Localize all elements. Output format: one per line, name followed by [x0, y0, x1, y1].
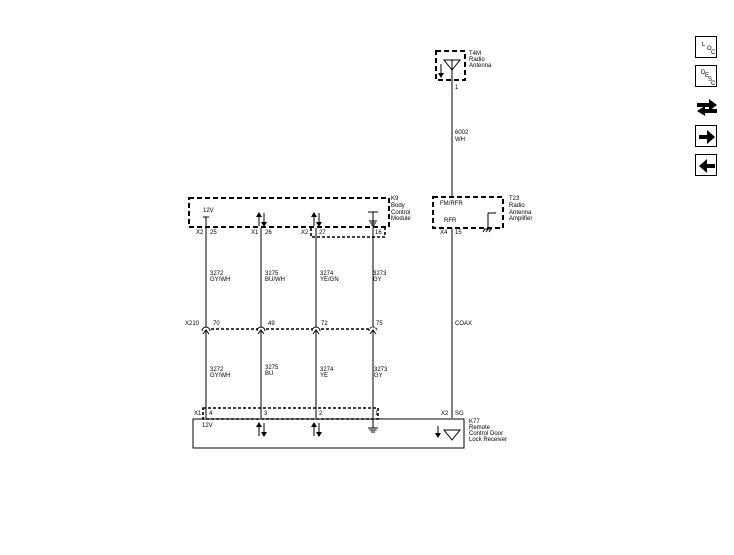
k9-12v-label: 12V: [203, 208, 214, 214]
description-view-button[interactable]: D E S C: [695, 65, 717, 87]
k77-x1-connector: X1: [194, 411, 202, 417]
k9-pin2-number: 26: [265, 230, 272, 236]
desc-letter-c: C: [711, 81, 716, 87]
k9-ref: K9: [391, 196, 399, 202]
t23-rfr-label: RFR: [444, 218, 457, 224]
k77-name-line2: Control Door: [469, 431, 503, 437]
t4m-ref: T4M: [469, 51, 481, 57]
loc-letter-c: C: [711, 50, 716, 56]
ground-icon: [368, 419, 378, 433]
wire-upper-3-circuit: 3274: [320, 271, 334, 277]
previous-page-button[interactable]: [695, 154, 717, 176]
wire-lower-2-circuit: 3275: [265, 365, 279, 371]
loc-letter-o: O: [707, 46, 712, 52]
bidirectional-arrow-icon: [311, 212, 322, 227]
antenna-icon: [442, 59, 462, 82]
k77-x2-connector: X2: [441, 411, 449, 417]
power-supply-icon: [203, 216, 209, 228]
wire-upper-1-circuit: 3272: [210, 271, 224, 277]
wire-lower-4-color: GY: [374, 373, 383, 379]
x210-ref: X210: [185, 321, 200, 327]
bidirectional-arrow-icon: [256, 422, 267, 437]
bidirectional-arrow-icon: [311, 422, 322, 437]
x210-pin-49: 49: [268, 321, 275, 327]
k9-body-control-module: K9 Body Control Module 12V: [188, 196, 411, 238]
wire-upper-4-color: GY: [373, 277, 382, 283]
k77-pin-4: 4: [209, 411, 213, 417]
t23-name-line2: Antenna: [509, 210, 532, 216]
t23-pin: 15: [455, 230, 462, 236]
wire-harness: [205, 228, 374, 418]
wire-upper-4-circuit: 3273: [373, 271, 387, 277]
wire-lower-3-circuit: 3274: [320, 367, 334, 373]
wire-lower-1-color: GY/WH: [210, 373, 230, 379]
t23-connector: X4: [440, 230, 448, 236]
t4m-name-line1: Radio: [469, 57, 485, 63]
k77-ref: K77: [469, 419, 480, 425]
k9-pin2-connector: X1: [251, 230, 259, 236]
k77-pin-sg: SG: [455, 411, 464, 417]
t23-name-line3: Amplifier: [509, 216, 532, 222]
t4m-pin: 1: [455, 85, 459, 91]
wire-lower-3-color: YE: [320, 373, 328, 379]
desc-letter-d: D: [701, 70, 706, 76]
k9-name-line3: Module: [391, 216, 411, 222]
wire-lower-2-color: BU: [265, 371, 273, 377]
x210-pin-70: 70: [213, 321, 220, 327]
wire-coax-label: COAX: [455, 321, 472, 327]
wire-upper-3-color: YE/GN: [320, 277, 339, 283]
chassis-ground-icon: [482, 212, 496, 233]
k77-pin-3: 3: [264, 411, 268, 417]
k9-pin4-number: 16: [375, 230, 382, 236]
k77-name-line1: Remote: [469, 425, 491, 431]
arrow-down-icon: [438, 64, 444, 78]
swap-arrows-icon: [697, 99, 717, 116]
arrow-right-icon: [699, 130, 715, 144]
location-view-button[interactable]: L O C: [695, 36, 717, 58]
k77-pin-2: 2: [319, 411, 323, 417]
k77-name-line3: Lock Receiver: [469, 437, 507, 443]
wire-6002-color: WH: [455, 137, 465, 143]
desc-letter-e: E: [705, 73, 709, 79]
arrow-down-icon: [435, 426, 441, 438]
x210-pin-72: 72: [321, 321, 328, 327]
t23-name-line1: Radio: [509, 203, 525, 209]
k9-pin3-number: 27: [319, 230, 326, 236]
k9-pin1-number: 25: [210, 230, 217, 236]
k9-name-line1: Body: [391, 203, 405, 209]
k9-pin3-connector: X2: [301, 230, 309, 236]
k77-pin-1: 1: [375, 411, 379, 417]
wire-upper-1-color: GY/WH: [210, 277, 230, 283]
k77-12v-label: 12V: [202, 423, 213, 429]
loc-letter-l: L: [702, 42, 706, 48]
k9-name-line2: Control: [391, 210, 410, 216]
x210-inline-connector: X210 70 49 72 75: [185, 321, 383, 335]
t4m-radio-antenna: T4M Radio Antenna 1: [435, 50, 492, 91]
swap-circuit-button[interactable]: [695, 95, 719, 117]
wire-lower-1-circuit: 3272: [210, 367, 224, 373]
k9-pin1-connector: X2: [196, 230, 204, 236]
next-page-button[interactable]: [695, 125, 717, 147]
ground-icon: [368, 211, 378, 227]
wire-upper-2-circuit: 3275: [265, 271, 279, 277]
k77-remote-control-door-lock-receiver: X1 4 3 2 1 X2 SG K77 Remote Control Door…: [192, 407, 507, 449]
wire-6002-circuit: 6002: [455, 130, 469, 136]
desc-letter-s: S: [708, 77, 712, 83]
wire-lower-4-circuit: 3273: [374, 367, 388, 373]
antenna-icon: [442, 429, 462, 441]
bidirectional-arrow-icon: [256, 212, 267, 227]
t23-radio-antenna-amplifier: T23 Radio Antenna Amplifier FM/RFR RFR X…: [432, 196, 532, 236]
x210-pin-75: 75: [376, 321, 383, 327]
wire-upper-2-color: BU/WH: [265, 277, 285, 283]
arrow-left-icon: [699, 159, 715, 173]
t4m-name-line2: Antenna: [469, 63, 492, 69]
t23-ref: T23: [509, 196, 520, 202]
t23-fm-label: FM/RFR: [440, 201, 463, 207]
